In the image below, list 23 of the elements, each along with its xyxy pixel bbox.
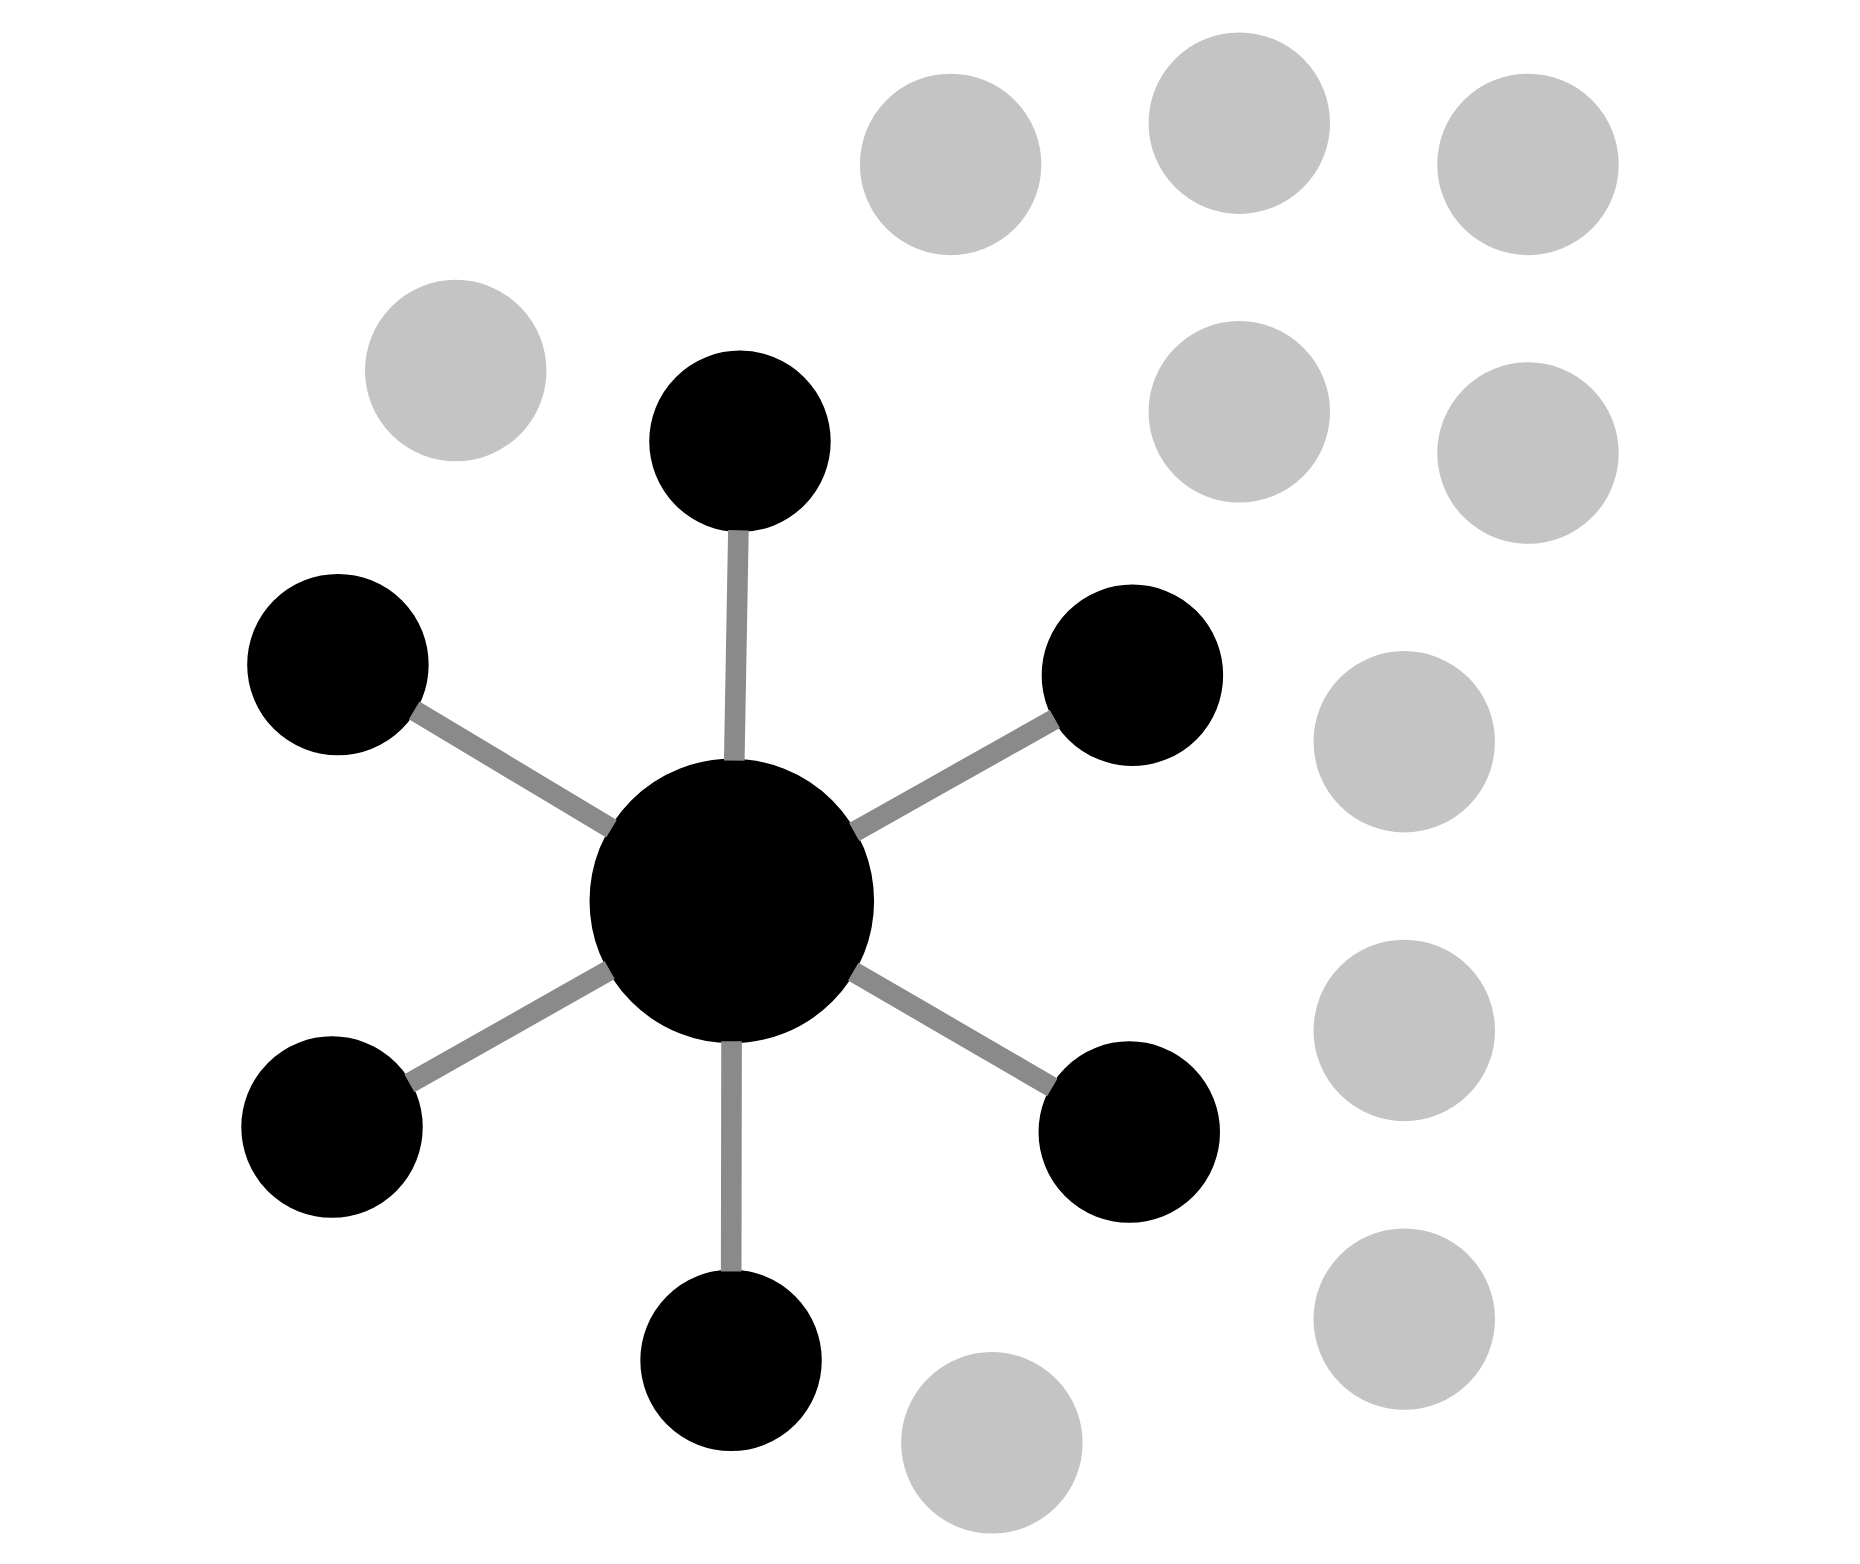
- node-circle: [1313, 938, 1495, 1121]
- node-circle: [859, 72, 1042, 255]
- node-circle: [241, 1035, 423, 1217]
- node-circle: [1313, 1227, 1495, 1409]
- node-circle: [1437, 361, 1619, 543]
- node-circle: [1038, 1040, 1220, 1222]
- node-circle: [1313, 650, 1495, 832]
- connector: [848, 961, 1058, 1096]
- node-circle: [901, 1351, 1083, 1533]
- connector: [849, 708, 1060, 841]
- node-circle: [1041, 583, 1224, 765]
- node-circle: [1148, 320, 1330, 502]
- node-circle: [640, 1268, 822, 1451]
- connector: [408, 700, 617, 837]
- connector: [723, 529, 749, 760]
- node-circle: [1148, 31, 1330, 213]
- node-circle: [365, 278, 547, 461]
- node-circle: [649, 349, 831, 532]
- node-circle: [1437, 72, 1619, 255]
- connector: [720, 1040, 742, 1271]
- node-circle: [247, 572, 429, 755]
- node-circle: [589, 757, 875, 1043]
- connector: [404, 960, 615, 1092]
